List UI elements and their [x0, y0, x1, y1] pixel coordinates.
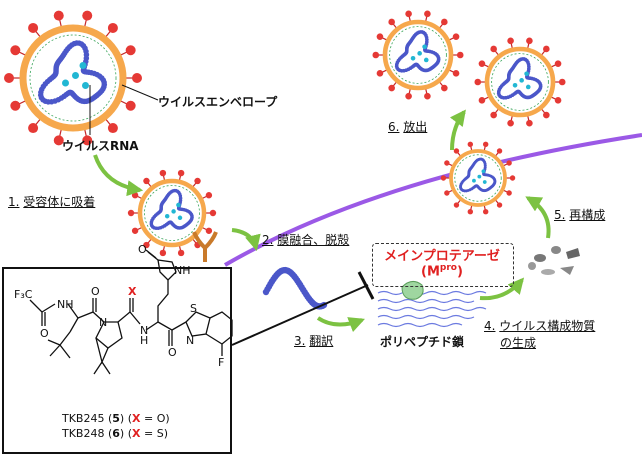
step-4-text: ウイルス構成物質 — [499, 319, 596, 333]
tkb248-num: 6 — [112, 427, 120, 440]
compound-tkb248: TKB248 (6) (X = S) — [62, 427, 168, 440]
mpro-close: ) — [457, 264, 463, 280]
step-3-number: 3. — [294, 334, 306, 348]
mpro-label: メインプロテアーゼ — [384, 249, 500, 264]
atom-x: X — [128, 285, 137, 298]
atom-n3: N — [186, 334, 195, 347]
step-3-text: 翻訳 — [309, 334, 334, 348]
step-5-number: 5. — [554, 208, 566, 222]
step-1-text: 受容体に吸着 — [23, 195, 96, 209]
compound-tkb245: TKB245 (5) (X = O) — [62, 412, 170, 425]
tkb248-name: TKB248 ( — [62, 427, 113, 440]
virus-particle-released-1 — [372, 10, 464, 100]
step-4-number: 4. — [484, 319, 496, 333]
polypeptide-chain — [377, 290, 487, 328]
step-4-label: 4. ウイルス構成物質 — [484, 317, 595, 334]
arrow-step-6 — [449, 109, 466, 151]
arrow-step-1 — [93, 154, 144, 197]
step-6-number: 6. — [388, 120, 400, 134]
step-6-label: 6. 放出 — [388, 118, 427, 135]
step-1-label: 1. 受容体に吸着 — [8, 193, 95, 210]
tkb245-x: X — [132, 412, 141, 425]
step-1-number: 1. — [8, 195, 20, 209]
tkb245-num: 5 — [112, 412, 120, 425]
envelope-label: ウイルスエンベロープ — [158, 95, 278, 109]
tkb245-rest: = O) — [140, 412, 170, 425]
atom-f: F — [218, 356, 225, 369]
mpro-sup: pro — [439, 263, 457, 273]
mpro-open: (M — [421, 264, 440, 280]
atom-nh: NH — [57, 298, 74, 311]
arrow-step-4 — [479, 277, 525, 301]
receptor-icon — [192, 231, 218, 262]
atom-h: H — [140, 334, 149, 347]
arrow-step-5 — [525, 196, 551, 239]
mpro-abbrev: (Mpro) — [372, 263, 512, 279]
virus-particle-outside — [4, 10, 142, 146]
step-2-text: 膜融合、脱殻 — [277, 233, 350, 247]
virus-particle-assembled — [440, 141, 516, 215]
tkb248-rest: = S) — [140, 427, 168, 440]
step-2-label: 2. 膜融合、脱殻 — [262, 231, 349, 248]
arrow-step-3 — [316, 316, 365, 333]
rna-label: ウイルスRNA — [62, 139, 139, 153]
arrow-step-2 — [231, 228, 261, 252]
polypeptide-label: ポリペプチド鎖 — [380, 335, 465, 349]
step-4-label-line2: の生成 — [500, 334, 536, 351]
virus-particle-attached — [127, 169, 217, 257]
atom-o2: O — [91, 285, 100, 298]
released-rna-strand — [262, 266, 328, 310]
atom-s: S — [190, 302, 197, 315]
step-2-number: 2. — [262, 233, 274, 247]
step-4-text-line2: の生成 — [500, 336, 537, 350]
viral-components — [528, 246, 580, 275]
step-6-text: 放出 — [403, 120, 428, 134]
tkb245-name: TKB245 ( — [62, 412, 113, 425]
tkb248-x: X — [132, 427, 141, 440]
tkb245-mid: ) ( — [119, 412, 133, 425]
atom-n2: N — [140, 324, 149, 337]
inhibition-bar — [357, 271, 375, 300]
atom-n1: N — [99, 316, 108, 329]
step-5-text: 再構成 — [569, 208, 606, 222]
virus-particle-released-2 — [474, 37, 566, 127]
atom-f3c: F₃C — [14, 288, 33, 301]
step-3-label: 3. 翻訳 — [294, 332, 333, 349]
chemical-structure — [29, 249, 233, 375]
envelope-pointer — [121, 84, 159, 101]
mpro-protease-icon — [401, 281, 424, 300]
atom-o3: O — [168, 346, 177, 359]
atom-o4: O — [138, 243, 147, 256]
mpro-box — [372, 243, 514, 287]
step-5-label: 5. 再構成 — [554, 206, 605, 223]
atom-o1: O — [40, 327, 49, 340]
tkb248-mid: ) ( — [119, 427, 133, 440]
atom-nh2: NH — [174, 264, 191, 277]
compound-box — [2, 267, 232, 454]
inhibition-line — [231, 284, 369, 346]
cell-membrane — [223, 133, 642, 267]
